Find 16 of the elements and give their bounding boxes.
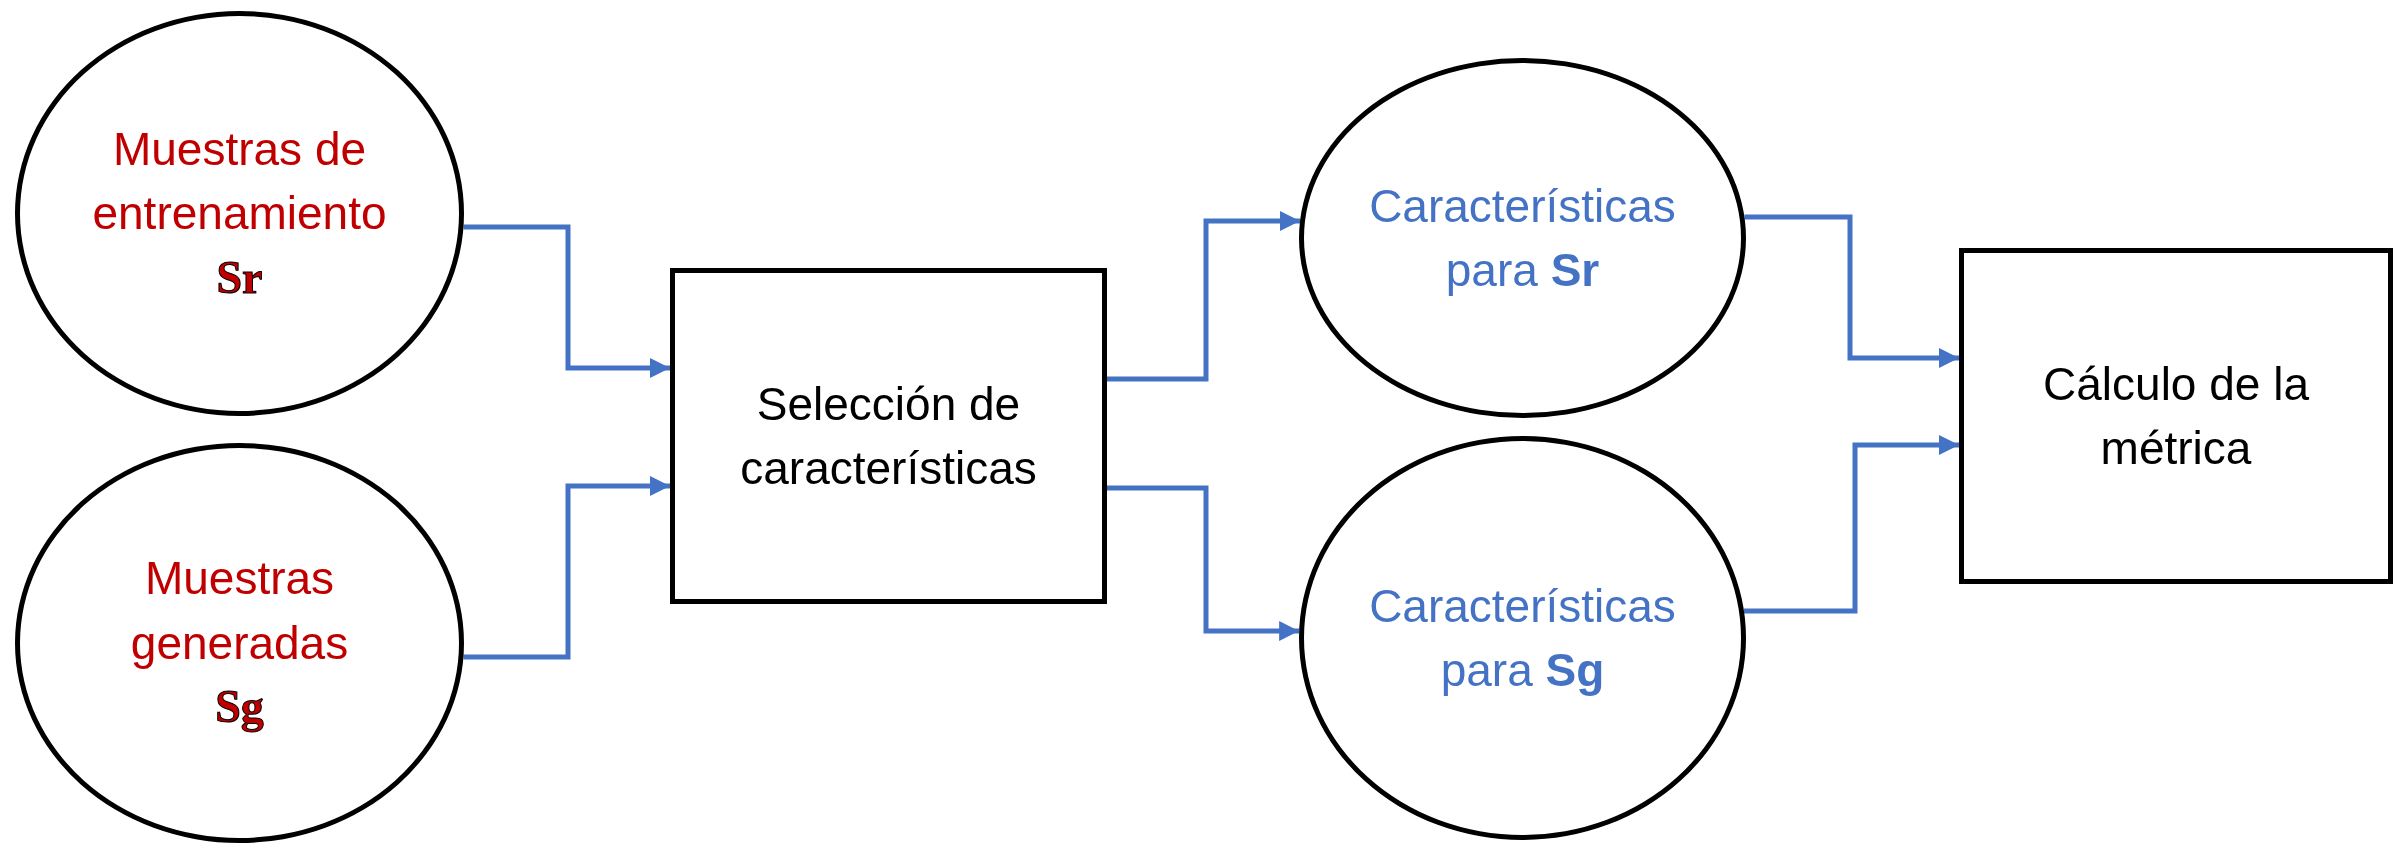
node-label: Características para Sr <box>1368 178 1677 298</box>
node-label: Muestras de entrenamiento <box>91 121 388 242</box>
node-label: Selección de características <box>739 376 1038 496</box>
process-box <box>1959 248 2393 584</box>
node-label: Cálculo de la métrica <box>2042 356 2310 476</box>
arrow <box>1107 211 1300 382</box>
arrow <box>1744 435 1959 614</box>
arrow <box>1107 485 1300 641</box>
arrow <box>463 476 670 660</box>
arrow <box>463 224 670 378</box>
set-symbol: Sg <box>215 680 264 735</box>
arrow <box>1744 214 1959 368</box>
node-label: Características para Sg <box>1368 578 1677 698</box>
process-box <box>670 268 1107 604</box>
node-label: Muestras generadas <box>129 551 350 671</box>
set-symbol: Sr <box>216 250 263 305</box>
